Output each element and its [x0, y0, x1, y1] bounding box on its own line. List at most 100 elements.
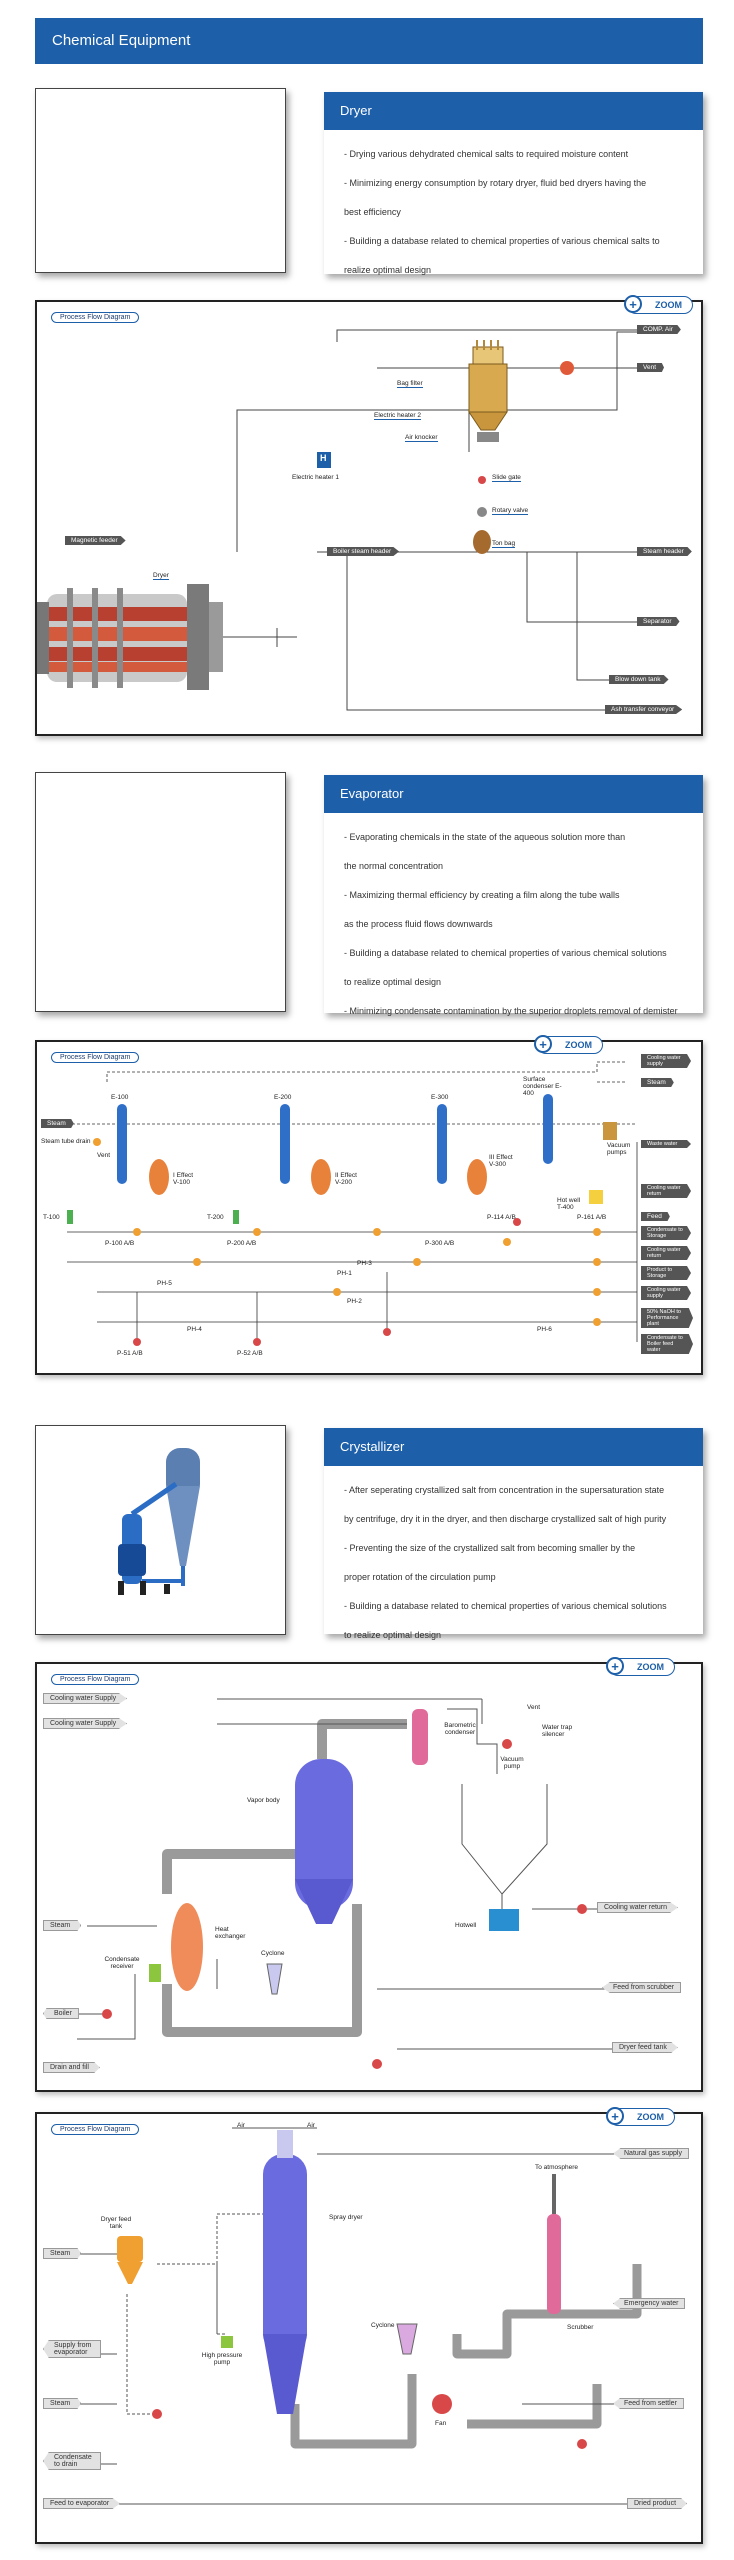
tag-steam-header: Steam header	[637, 547, 692, 556]
label-e300: E-300	[431, 1094, 449, 1101]
spray-dryer-pfd: Process Flow Diagram +ZOOM	[35, 2107, 703, 2544]
tag-cooling-water-return: Cooling water return	[641, 1184, 691, 1198]
label-dryer: Dryer	[153, 572, 169, 580]
tag-magnetic-feeder: Magnetic feeder	[65, 536, 126, 545]
label-vent: Vent	[527, 1704, 541, 1711]
tag-comp-air: COMP. Air	[637, 325, 681, 334]
label-barometric-condenser: Barometric condenser	[444, 1722, 476, 1736]
label-e200: E-200	[274, 1094, 292, 1101]
heater-h-symbol: H	[320, 453, 327, 463]
tag-steam: Steam	[641, 1078, 674, 1087]
zoom-button[interactable]: +ZOOM	[624, 295, 693, 314]
label-vent: Vent	[97, 1152, 111, 1159]
bullet: - Minimizing condensate contamination by…	[344, 1006, 678, 1016]
tag-waste-water: Waste water	[641, 1140, 691, 1148]
label-p100: P-100 A/B	[105, 1240, 135, 1247]
label-air-knocker: Air knocker	[405, 434, 438, 442]
bullet: proper rotation of the circulation pump	[344, 1572, 496, 1582]
label-p52: P-52 A/B	[237, 1350, 263, 1357]
label-to-atmosphere: To atmosphere	[535, 2164, 578, 2171]
evaporator-bullets: - Evaporating chemicals in the state of …	[324, 813, 703, 1026]
label-ph1: PH-1	[337, 1270, 352, 1277]
tag-natural-gas-supply: Natural gas supply	[613, 2148, 689, 2159]
zoom-button[interactable]: + ZOOM	[534, 1035, 603, 1054]
bullet: - Maximizing thermal efficiency by creat…	[344, 890, 620, 900]
tag-steam-2: Steam	[43, 2398, 82, 2409]
tag-boiler: Boiler	[43, 2008, 79, 2019]
page-title: Chemical Equipment	[35, 18, 703, 64]
crystallizer-title: Crystallizer	[324, 1428, 703, 1466]
evaporator-photo	[35, 772, 286, 1012]
tag-condensate-boiler: Condensate to Boiler feed water	[641, 1334, 693, 1354]
label-surface-condenser: Surface condenser E-400	[523, 1076, 562, 1097]
tag-emergency-water: Emergency water	[613, 2298, 686, 2309]
spray-dryer-diagram	[77, 2127, 657, 2505]
tag-steam-1: Steam	[43, 2248, 82, 2259]
tag-product-storage: Product to Storage	[641, 1266, 691, 1280]
evaporator-pfd: Process Flow Diagram + ZOOM	[35, 1035, 703, 1375]
label-hotwell: Hotwell	[455, 1922, 477, 1929]
label-cyclone: Cyclone	[371, 2322, 395, 2329]
label-scrubber: Scrubber	[567, 2324, 594, 2331]
plus-icon: +	[534, 1035, 552, 1053]
zoom-button[interactable]: +ZOOM	[606, 2107, 675, 2126]
dryer-photo	[35, 88, 286, 273]
crystallizer-pfd: Process Flow Diagram +ZOOM	[35, 1657, 703, 2092]
tag-cooling-water-supply-1: Cooling water Supply	[43, 1693, 128, 1704]
label-ph2: PH-2	[347, 1298, 362, 1305]
label-air-left: Air	[237, 2122, 245, 2129]
label-ph5: PH-5	[157, 1280, 172, 1287]
bullet: - After seperating crystallized salt fro…	[344, 1485, 665, 1495]
pfd-label: Process Flow Diagram	[51, 1674, 140, 1685]
tag-separator: Separator	[637, 617, 680, 626]
pfd-label: Process Flow Diagram	[51, 312, 140, 323]
bullet: - Building a database related to chemica…	[344, 1601, 667, 1611]
tag-supply-from-evaporator: Supply from evaporator	[43, 2340, 101, 2358]
bullet: - Minimizing energy consumption by rotar…	[344, 178, 647, 188]
bullet: the normal concentration	[344, 861, 444, 871]
label-water-trap: Water trap silencer	[542, 1724, 573, 1738]
label-bag-filter: Bag filter	[397, 380, 423, 388]
bullet: to realize optimal design	[344, 1630, 442, 1640]
tag-cooling-water-supply: Cooling water supply	[641, 1054, 691, 1068]
label-p200: P-200 A/B	[227, 1240, 257, 1247]
label-vacuum-pump: Vacuum pump	[500, 1756, 524, 1770]
label-rotary-valve: Rotary valve	[492, 507, 529, 515]
dryer-bullets: - Drying various dehydrated chemical sal…	[324, 130, 703, 285]
label-condensate-receiver: Condensate receiver	[104, 1956, 140, 1970]
bullet: to realize optimal design	[344, 977, 442, 987]
dryer-info-panel: Dryer - Drying various dehydrated chemic…	[324, 92, 703, 275]
tag-boiler-steam-header: Boiler steam header	[327, 547, 400, 556]
bullet: - Evaporating chemicals in the state of …	[344, 832, 626, 842]
tag-cooling-water-supply-2: Cooling water Supply	[43, 1718, 128, 1729]
pfd-label: Process Flow Diagram	[51, 1052, 140, 1063]
plus-icon: +	[606, 1657, 624, 1675]
tag-blow-down-tank: Blow down tank	[609, 675, 669, 684]
tag-naoh: 50% NaOH to Performance plant	[641, 1308, 693, 1328]
bullet: best efficiency	[344, 207, 401, 217]
plus-icon: +	[606, 2107, 624, 2125]
label-vacuum-pumps: Vacuum pumps	[607, 1142, 631, 1156]
tag-vent: Vent	[637, 363, 665, 372]
zoom-button[interactable]: +ZOOM	[606, 1657, 675, 1676]
label-electric-heater-1: Electric heater 1	[292, 474, 339, 481]
label-ph6: PH-6	[537, 1326, 552, 1333]
label-t200: T-200	[207, 1214, 224, 1221]
tag-feed-to-evaporator: Feed to evaporator	[43, 2498, 121, 2509]
evaporator-info-panel: Evaporator - Evaporating chemicals in th…	[324, 775, 703, 1016]
crystallizer-illustration	[118, 1448, 200, 1595]
label-fan: Fan	[435, 2420, 447, 2427]
tag-ash-transfer-conveyor: Ash transfer conveyor	[605, 705, 683, 714]
pfd-label: Process Flow Diagram	[51, 2124, 140, 2135]
label-hot-well: Hot well T-400	[557, 1197, 581, 1211]
tag-cooling-water-return: Cooling water return	[597, 1902, 679, 1913]
zoom-label: ZOOM	[565, 1040, 592, 1050]
plus-icon: +	[624, 295, 642, 313]
label-electric-heater-2: Electric heater 2	[374, 412, 421, 420]
bullet: realize optimal design	[344, 265, 432, 275]
tag-feed: Feed	[641, 1212, 670, 1221]
bullet: as the process fluid flows downwards	[344, 919, 493, 929]
bullet: - Drying various dehydrated chemical sal…	[344, 149, 629, 159]
label-p51: P-51 A/B	[117, 1350, 143, 1357]
label-slide-gate: Slide gate	[492, 474, 521, 482]
